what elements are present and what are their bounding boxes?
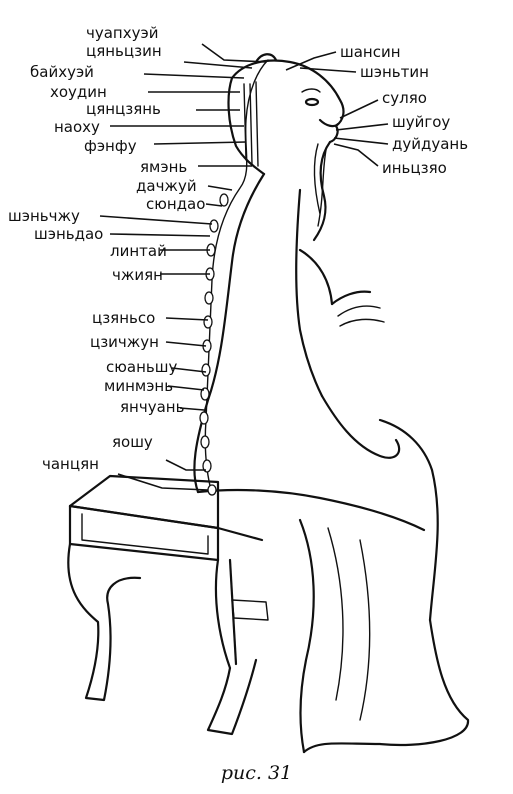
chain-bead [207, 484, 217, 496]
point-label-baikhuei: байхуэй [30, 63, 94, 81]
point-label-intszyao: иньцзяо [382, 159, 447, 177]
point-label-chuapkhuei: чуапхуэй [86, 24, 158, 42]
point-label-sulyao: суляо [382, 89, 427, 107]
point-label-fenfu: фэнфу [84, 137, 137, 155]
chain-bead [199, 411, 209, 425]
chain-bead [209, 219, 219, 233]
leader-line [165, 341, 207, 347]
leader-line [165, 459, 206, 471]
leader-line [143, 73, 245, 79]
point-label-duiduan: дуйдуань [392, 135, 468, 153]
point-label-tsyantszin: цяньцзин [86, 42, 162, 60]
point-label-yaoshu: яошу [112, 433, 153, 451]
point-label-shuigou: шуйгоу [392, 113, 450, 131]
leader-line [117, 473, 209, 491]
leader-line [153, 141, 247, 145]
point-label-naokhu: наоху [54, 118, 100, 136]
point-label-tszyanso: цзяньсо [92, 309, 155, 327]
chain-bead [201, 363, 211, 377]
left-labels: чуапхуэй цяньцзин байхуэй хоудин цянцзян… [8, 24, 267, 491]
leader-line [201, 43, 267, 63]
leader-line [207, 185, 233, 191]
figure-caption: рис. 31 [220, 762, 293, 784]
leader-line [299, 67, 357, 73]
leader-line [205, 203, 223, 207]
point-label-dachzhui: дачжуй [136, 177, 197, 195]
point-label-lintai: линтай [110, 242, 167, 260]
leader-line [335, 123, 389, 131]
point-label-minmen: минмэнь [104, 377, 173, 395]
chain-bead [200, 435, 210, 449]
chain-bead [202, 459, 212, 473]
chain-bead [204, 291, 214, 305]
point-label-shenting: шэньтин [360, 63, 429, 81]
point-label-shendao: шэньдао [34, 225, 103, 243]
point-label-shansin: шансин [340, 43, 401, 61]
point-label-tszichzhun: цзичжун [90, 333, 159, 351]
leader-line [179, 407, 205, 411]
point-label-shenchzhu: шэньчжу [8, 207, 80, 225]
leader-line [333, 137, 389, 145]
point-label-chzhiyan: чжиян [112, 266, 163, 284]
point-label-yamen: ямэнь [140, 158, 187, 176]
seated-figure-drawing [67, 53, 470, 754]
point-label-khoudin: хоудин [50, 83, 107, 101]
leader-line [285, 51, 337, 71]
leader-line [339, 99, 379, 119]
chain-bead [200, 387, 210, 401]
right-labels: шансин шэньтин суляо шуйгоу дуйдуань инь… [285, 43, 468, 177]
point-label-tsyantszyan: цянцзянь [86, 100, 161, 118]
chain-bead [219, 193, 229, 207]
leader-line [171, 367, 207, 373]
point-label-chantsyan: чанцян [42, 455, 99, 473]
leader-line [333, 143, 379, 167]
meridian-chain [199, 59, 269, 496]
leader-line [167, 385, 205, 391]
leader-line [99, 215, 213, 225]
point-label-syuanshu: сюаньшу [106, 358, 177, 376]
leader-line [165, 317, 209, 321]
point-label-syundao: сюндао [146, 195, 205, 213]
leader-line [183, 61, 253, 69]
point-label-yanchuan: янчуань [120, 398, 184, 416]
chain-bead [203, 315, 213, 329]
stool [67, 474, 269, 736]
leader-line [109, 233, 211, 237]
body [193, 172, 470, 754]
